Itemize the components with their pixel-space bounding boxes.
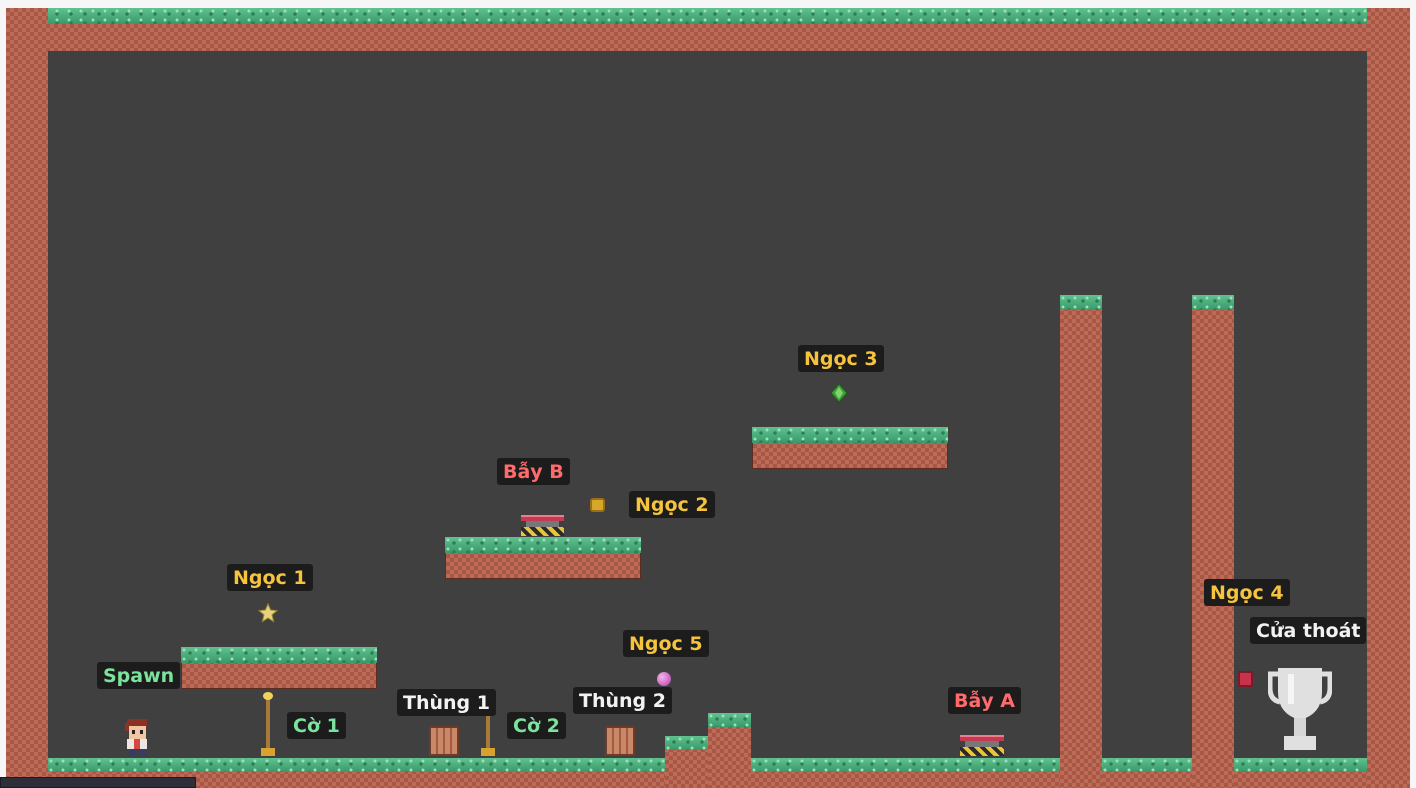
gem-3-label: Ngọc 3 [798, 345, 884, 372]
ground-step-high-grass [708, 713, 751, 727]
gem-1-label: Ngọc 1 [227, 564, 313, 591]
pillar-right [1192, 295, 1234, 788]
spawn-label: Spawn [97, 662, 181, 689]
trap-a-base [960, 747, 1004, 756]
gem-4-label: Ngọc 4 [1204, 579, 1290, 606]
spring-trap-icon[interactable] [521, 515, 564, 521]
pillar-left [1060, 295, 1102, 788]
trap-b-label: Bẫy B [497, 458, 570, 485]
ruby-gem-icon[interactable] [1238, 671, 1253, 687]
platform-3-grass [752, 427, 948, 443]
top-wall-grass [6, 8, 1410, 24]
star-icon[interactable] [257, 602, 279, 623]
pillar-left-grass [1060, 295, 1102, 310]
gem-5-label: Ngọc 5 [623, 630, 709, 657]
trap-a-label: Bẫy A [948, 687, 1022, 714]
player-character-icon[interactable] [120, 716, 154, 758]
trap-b-spring [526, 521, 559, 527]
gold-coin-icon[interactable] [590, 498, 605, 512]
trap-a-top[interactable] [960, 735, 1004, 741]
ground-grass-1 [48, 758, 665, 772]
ground-grass-2 [751, 758, 1060, 772]
right-wall [1367, 8, 1410, 788]
flag-2-label: Cờ 2 [507, 712, 566, 739]
editor-toolbar-partial[interactable] [0, 777, 196, 788]
left-wall [6, 8, 48, 788]
checkpoint-pole-icon [263, 692, 273, 700]
crate-2-label: Thùng 2 [573, 687, 672, 714]
ground-grass-3 [1102, 758, 1192, 772]
checkpoint-pole-2[interactable] [486, 716, 490, 754]
trap-b-base [521, 527, 564, 536]
crate-1-label: Thùng 1 [397, 689, 496, 716]
platform-2-grass [445, 537, 641, 553]
crate-2-icon[interactable] [605, 726, 635, 756]
pillar-right-grass [1192, 295, 1234, 310]
exit-label: Cửa thoát [1250, 617, 1367, 644]
trap-a-spring [965, 741, 999, 747]
checkpoint-base-1 [261, 748, 275, 756]
flag-1-label: Cờ 1 [287, 712, 346, 739]
platform-1-grass [181, 647, 377, 663]
ground-step-low-grass [665, 736, 708, 750]
trophy-icon[interactable] [1267, 666, 1333, 752]
checkpoint-pole-1[interactable] [266, 697, 270, 753]
pink-orb-icon[interactable] [657, 672, 671, 686]
checkpoint-base-2 [481, 748, 495, 756]
crate-icon[interactable] [429, 726, 459, 756]
green-gem-icon[interactable] [830, 383, 848, 403]
gem-2-label: Ngọc 2 [629, 491, 715, 518]
ground-grass-4 [1234, 758, 1367, 772]
